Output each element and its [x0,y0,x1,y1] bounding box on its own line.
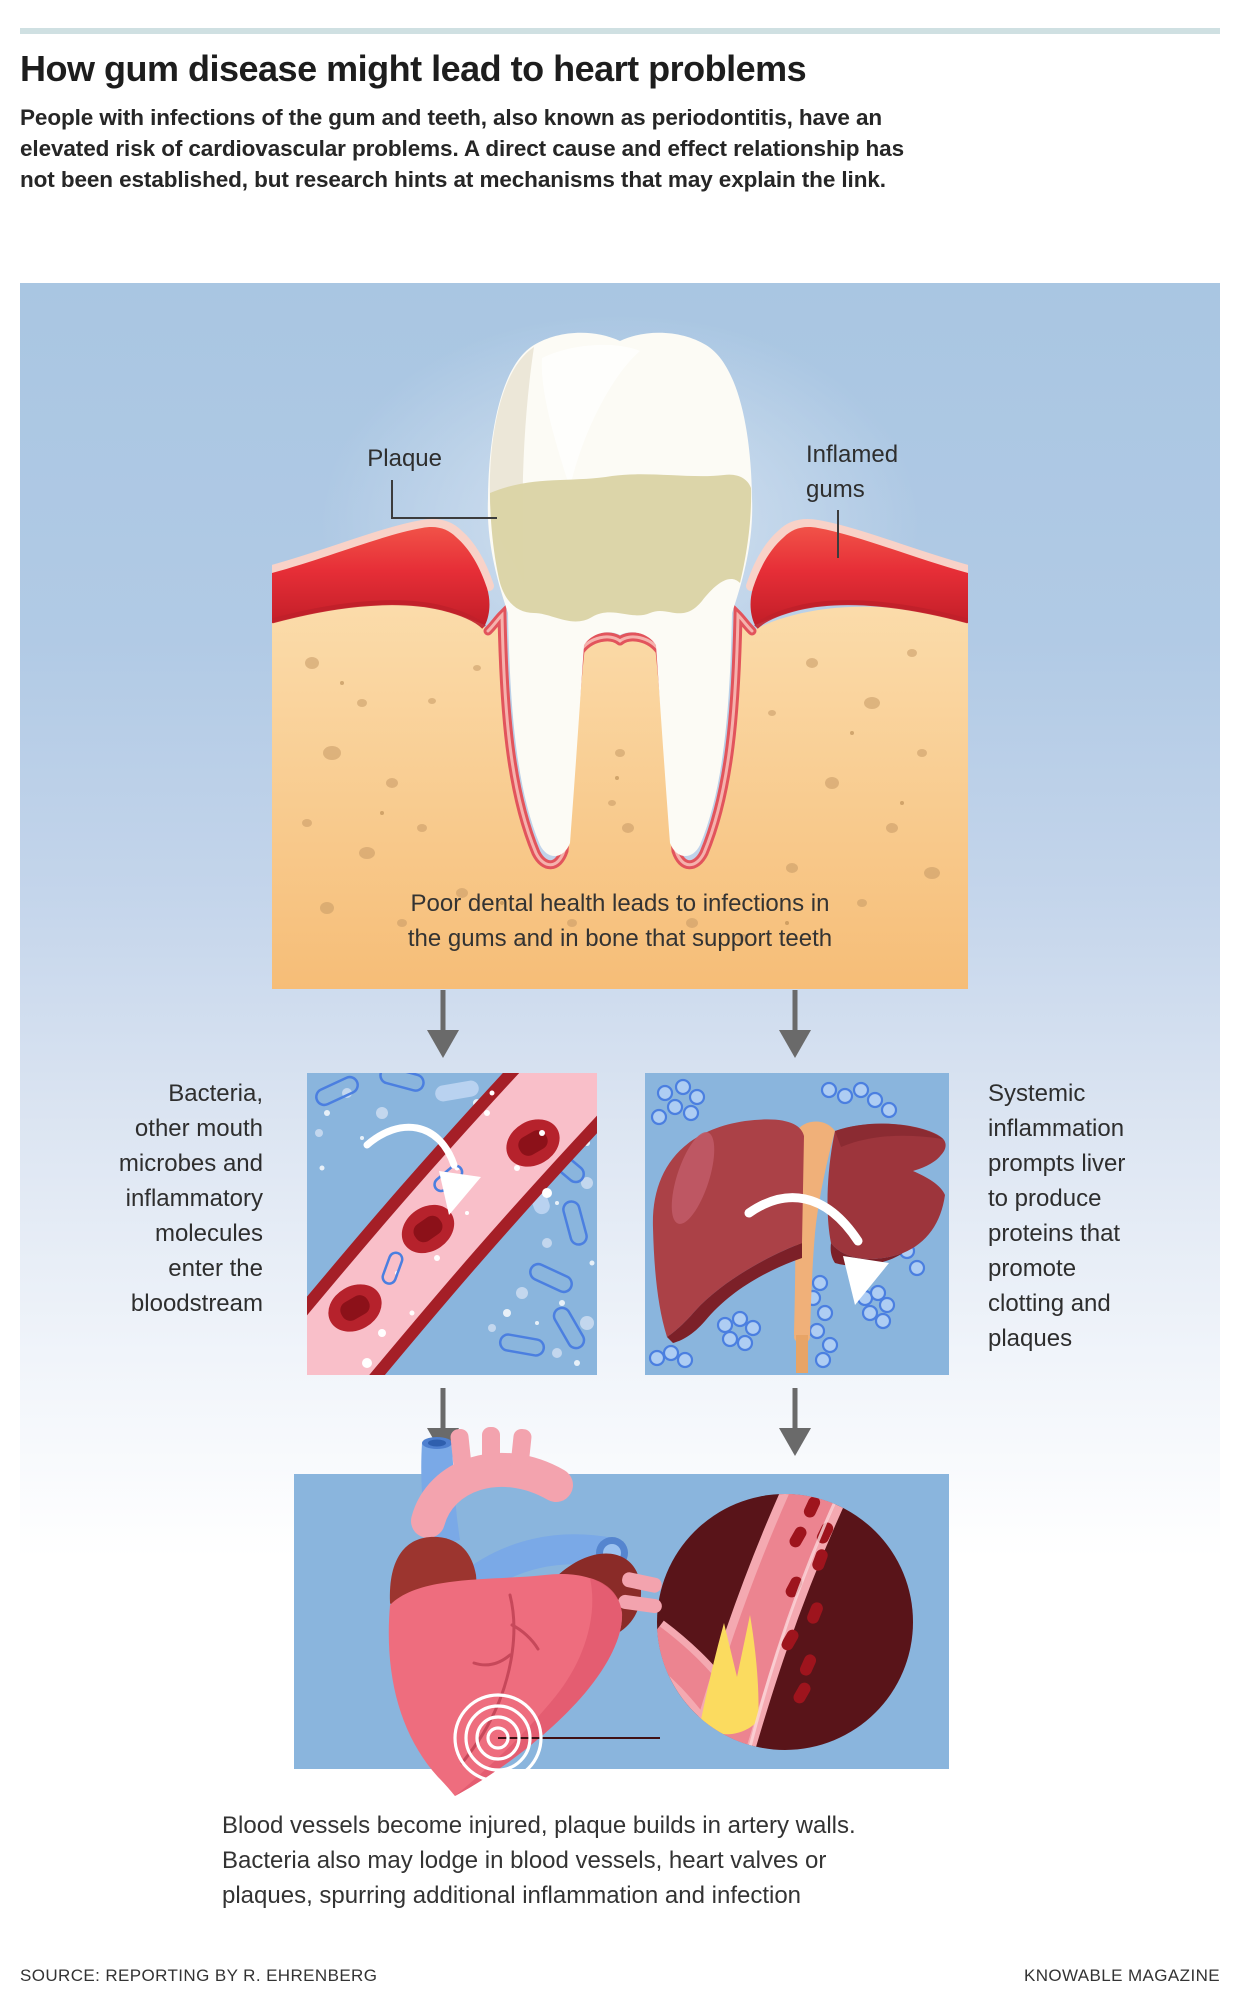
plaque-band [490,474,752,622]
heart [388,1427,662,1796]
plaque-label: Plaque [367,445,442,472]
arrow-down-icon [427,990,459,1058]
entry-arrow [363,1123,481,1215]
inflamed-gums-label: Inflamed gums [806,441,899,503]
red-blood-cells [328,1119,560,1332]
artery-plaque [700,1615,759,1735]
clogged-artery-inset [657,1494,913,1750]
artery-blood-cells [781,1494,839,1704]
tooth-illustration [272,332,968,989]
brand-credit: KNOWABLE MAGAZINE [1023,1966,1220,1985]
liver [652,1119,946,1373]
heart-stage-caption: Blood vessels become injured, plaque bui… [222,1812,856,1909]
infection-rings-icon [453,1693,543,1783]
arrow-down-icon [779,1388,811,1456]
tooth-highlight [541,344,640,488]
page-subtitle: People with infections of the gum and te… [20,105,905,192]
coronary-vessels [460,1593,540,1765]
bone-dots [340,681,904,925]
blood-vessel-illustration [307,1073,597,1375]
inflamed-gums [272,519,968,629]
liver-stage-text: Systemic inflammation prompts liver to p… [988,1080,1126,1352]
page-title: How gum disease might lead to heart prob… [20,48,807,89]
tooth-stage-caption: Poor dental health leads to infections i… [407,890,833,952]
tooth [487,332,753,857]
top-accent-bar [20,28,1220,34]
bloodstream-stage-text: Bacteria, other mouth microbes and infla… [118,1080,263,1317]
release-arrow [744,1193,889,1305]
source-credit: SOURCE: REPORTING BY R. EHRENBERG [20,1966,378,1985]
liver-illustration [645,1073,949,1375]
arrow-down-icon [779,990,811,1058]
bone-block [272,599,968,989]
label-leader-lines [391,480,839,558]
heart-illustration [388,1427,913,1796]
bone-speckles [302,649,940,946]
